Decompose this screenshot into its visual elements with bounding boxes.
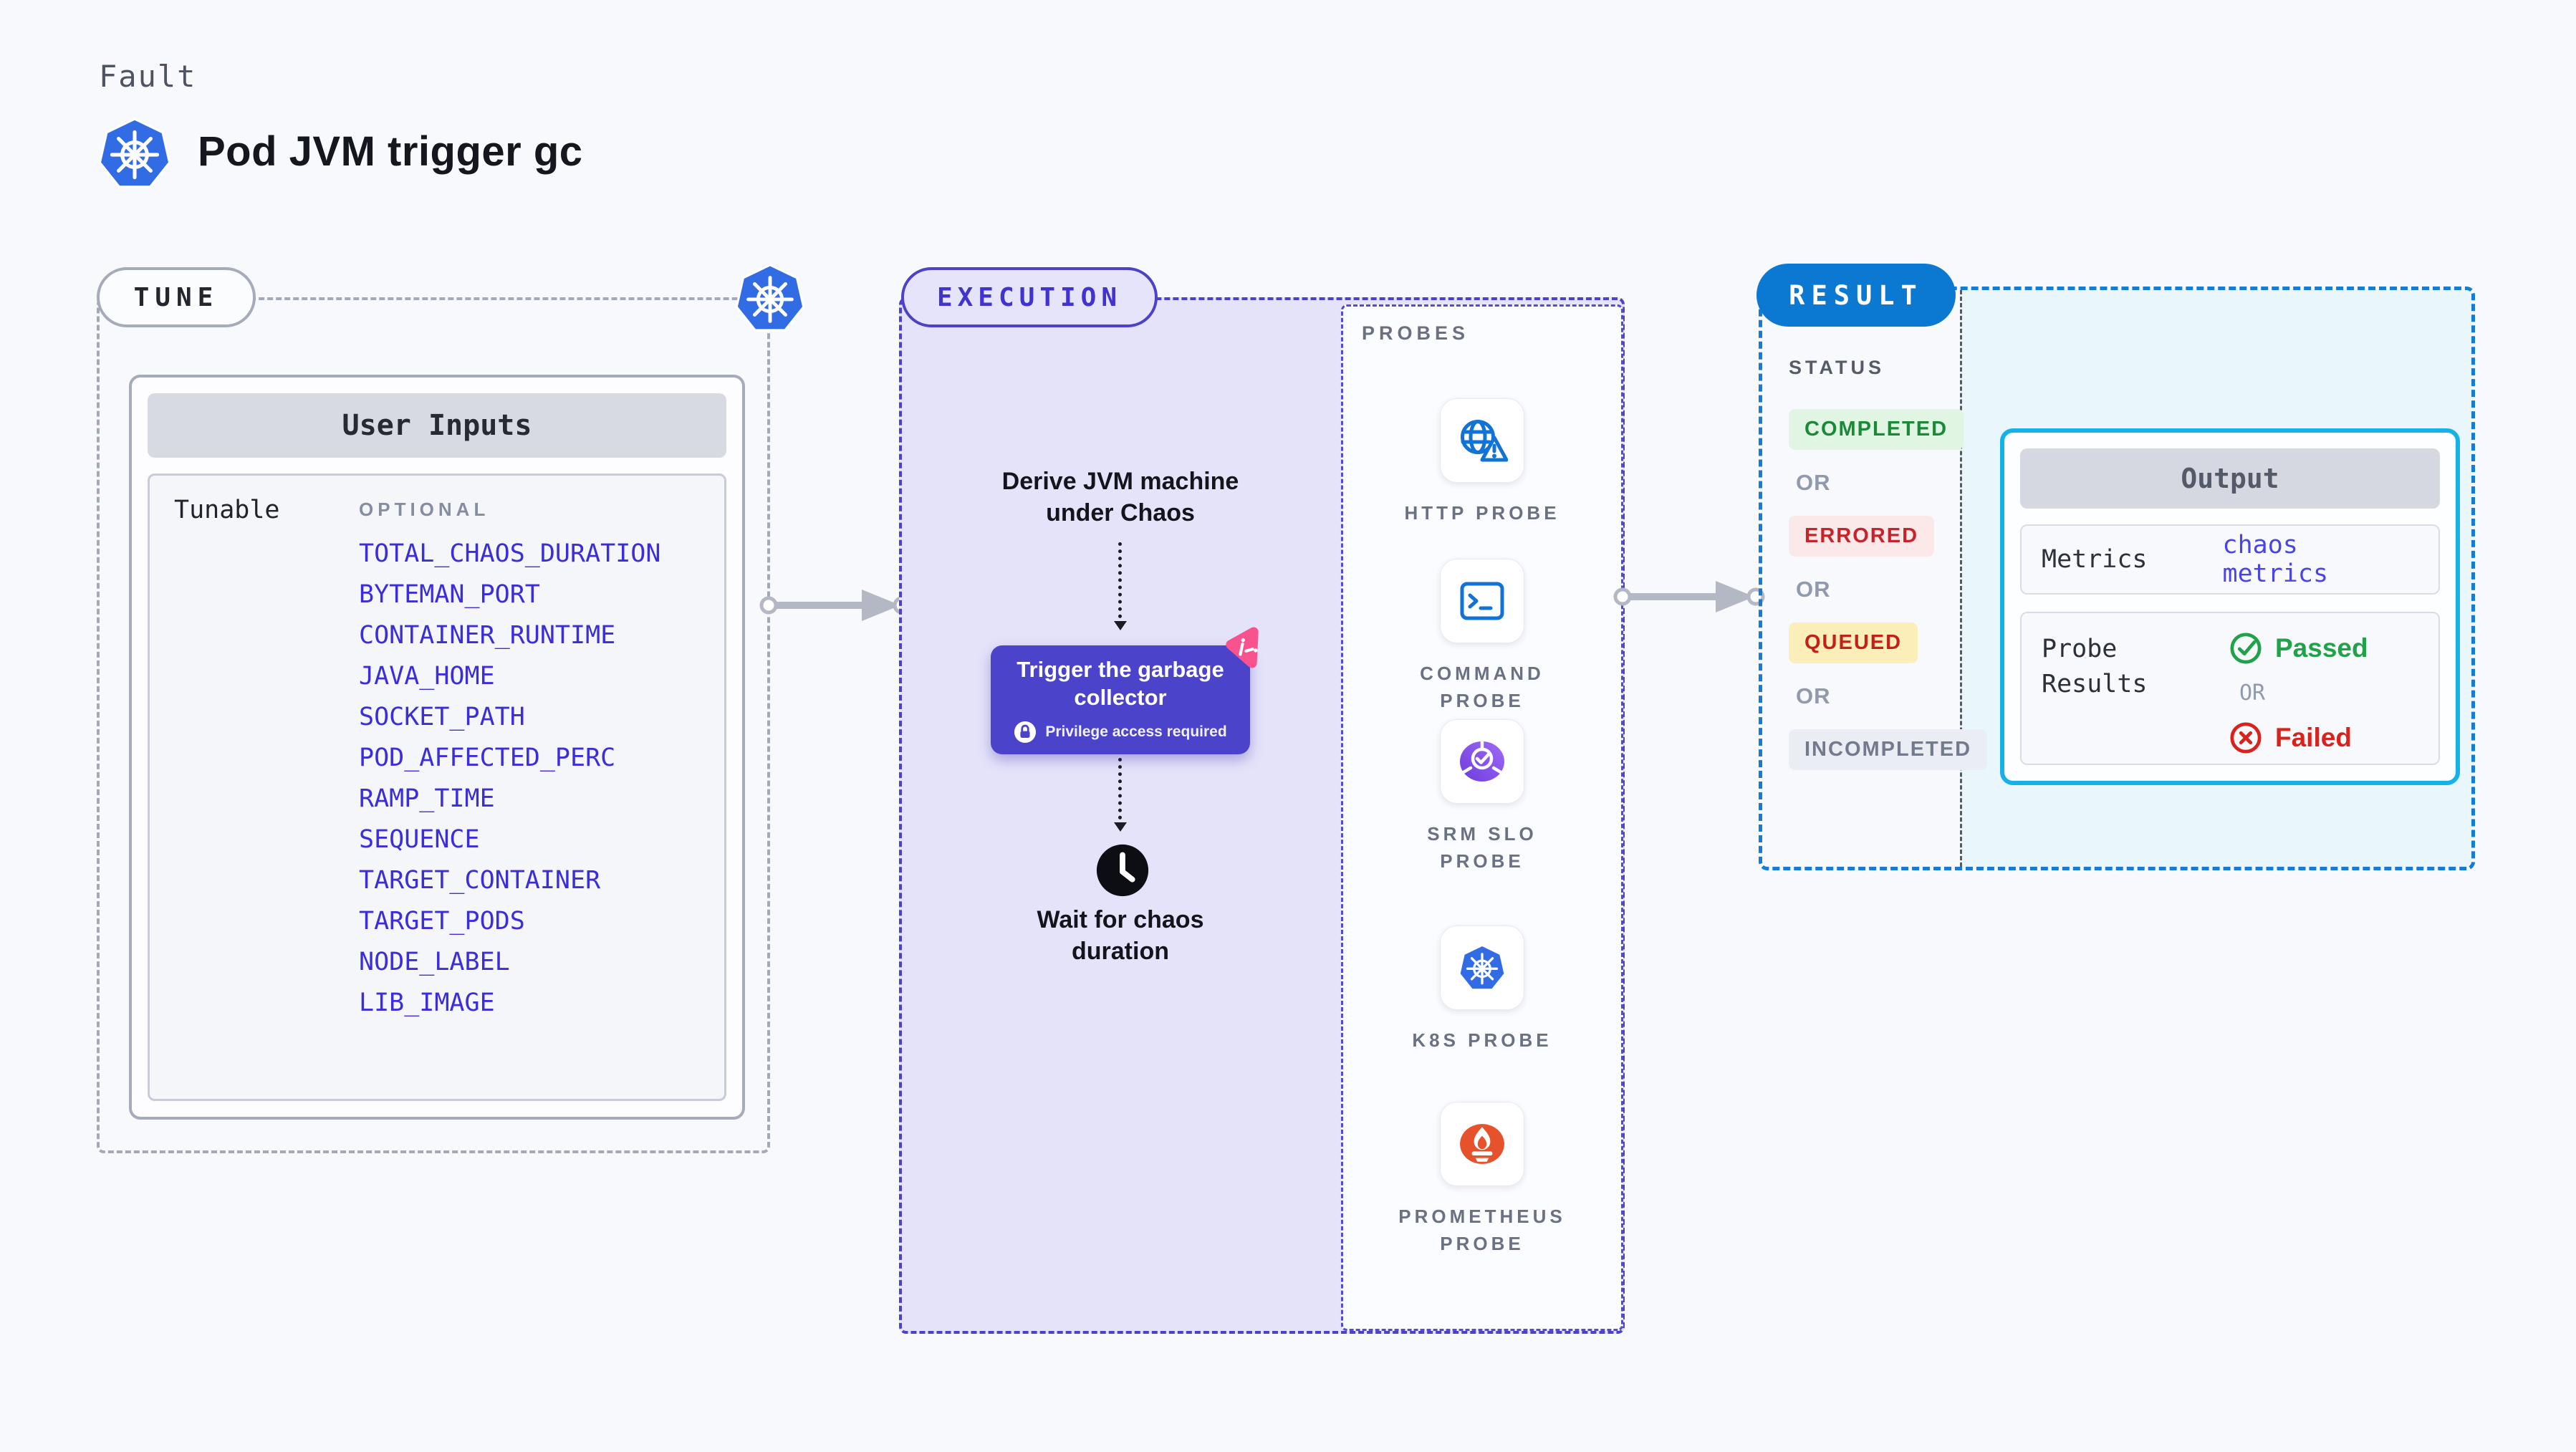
page-title: Pod JVM trigger gc <box>198 128 583 175</box>
probe-card <box>1440 398 1524 483</box>
probe-item-command: COMMAND PROBE <box>1343 559 1621 714</box>
user-inputs-body: Tunable OPTIONAL TOTAL_CHAOS_DURATION BY… <box>148 473 726 1101</box>
command-probe-icon <box>1460 582 1504 620</box>
execution-section-badge: EXECUTION <box>901 267 1158 327</box>
probes-panel-label: PROBES <box>1362 322 1470 344</box>
probe-item-k8s: K8S PROBE <box>1343 925 1621 1054</box>
status-badge-completed: COMPLETED <box>1789 409 1964 450</box>
metrics-label: Metrics <box>2042 544 2148 574</box>
status-badge-queued: QUEUED <box>1789 622 1918 663</box>
param-pod-affected-perc[interactable]: POD_AFFECTED_PERC <box>359 744 616 772</box>
param-group: NODE_LABEL <box>359 948 706 976</box>
param-group: TOTAL_CHAOS_DURATION BYTEMAN_PORT CONTAI… <box>359 539 706 691</box>
probe-card <box>1440 719 1524 804</box>
output-title: Output <box>2020 448 2440 509</box>
x-circle-icon <box>2230 722 2262 754</box>
probe-card <box>1440 925 1524 1010</box>
probe-name: COMMAND PROBE <box>1420 663 1544 711</box>
probe-card <box>1440 559 1524 643</box>
param-group: LIB_IMAGE <box>359 989 706 1017</box>
probe-name: HTTP PROBE <box>1404 502 1560 524</box>
or-label: OR <box>2239 681 2266 706</box>
or-label: OR <box>1796 683 1831 708</box>
dotted-arrow-down-icon <box>1114 758 1127 832</box>
srm-slo-probe-icon <box>1460 740 1504 782</box>
failed-line: Failed <box>2229 721 2368 754</box>
params-column: OPTIONAL TOTAL_CHAOS_DURATION BYTEMAN_PO… <box>347 496 706 1079</box>
trigger-garbage-collector-node[interactable]: Trigger the garbage collector Privilege … <box>991 645 1250 754</box>
arrow-probes-to-result-icon <box>1613 574 1765 619</box>
probe-results-label: Probe Results <box>2042 635 2148 698</box>
param-ramp-time[interactable]: RAMP_TIME <box>359 784 495 813</box>
param-total-chaos-duration[interactable]: TOTAL_CHAOS_DURATION <box>359 539 661 568</box>
param-group: TARGET_PODS <box>359 907 706 936</box>
result-section-badge: RESULT <box>1756 264 1956 327</box>
user-inputs-card: User Inputs Tunable OPTIONAL TOTAL_CHAOS… <box>129 375 745 1120</box>
param-lib-image[interactable]: LIB_IMAGE <box>359 989 495 1017</box>
probe-item-prometheus: PROMETHEUS PROBE <box>1343 1102 1621 1257</box>
check-circle-icon <box>2230 633 2262 664</box>
probe-name: K8S PROBE <box>1412 1029 1552 1051</box>
or-label: OR <box>1796 470 1831 495</box>
probe-results-values: Passed OR Failed <box>2229 632 2368 754</box>
or-label: OR <box>1796 577 1831 602</box>
kubernetes-icon <box>735 262 805 334</box>
probe-results-row: Probe Results Passed OR Failed <box>2020 612 2440 765</box>
optional-column-label: OPTIONAL <box>359 499 490 520</box>
tune-section-badge: TUNE <box>97 267 256 327</box>
privilege-label: Privilege access required <box>1045 723 1227 740</box>
metrics-row: Metrics chaos metrics <box>2020 524 2440 595</box>
k8s-probe-icon <box>1458 944 1506 991</box>
probes-panel: PROBES HTTP PROBE <box>1341 304 1623 1331</box>
probe-name: SRM SLO PROBE <box>1427 823 1537 872</box>
execution-section-panel: PROBES HTTP PROBE <box>899 297 1625 1334</box>
tunable-row-label: Tunable <box>174 496 280 524</box>
probe-item-http: HTTP PROBE <box>1343 398 1621 527</box>
param-target-pods[interactable]: TARGET_PODS <box>359 907 525 936</box>
status-badge-errored: ERRORED <box>1789 516 1935 557</box>
probe-card <box>1440 1102 1524 1186</box>
failed-label: Failed <box>2275 723 2352 752</box>
param-node-label[interactable]: NODE_LABEL <box>359 948 510 976</box>
kubernetes-icon <box>98 116 171 191</box>
param-socket-path[interactable]: SOCKET_PATH <box>359 703 525 731</box>
derive-jvm-step-label: Derive JVM machine under Chaos <box>1001 468 1239 527</box>
lock-icon <box>1014 721 1037 743</box>
param-group: SEQUENCE TARGET_CONTAINER <box>359 825 706 895</box>
http-probe-icon <box>1461 420 1508 462</box>
fault-kicker: Fault <box>99 59 197 94</box>
wait-chaos-duration-label: Wait for chaos duration <box>1037 906 1204 966</box>
param-group: SOCKET_PATH POD_AFFECTED_PERC RAMP_TIME <box>359 703 706 813</box>
prometheus-probe-icon <box>1460 1124 1504 1164</box>
chaos-pink-icon <box>1226 627 1259 668</box>
chaos-metrics-link[interactable]: chaos metrics <box>2222 531 2329 588</box>
param-byteman-port[interactable]: BYTEMAN_PORT <box>359 580 540 609</box>
passed-label: Passed <box>2275 633 2368 663</box>
privilege-row: Privilege access required <box>1014 721 1227 744</box>
passed-line: Passed <box>2229 632 2368 665</box>
status-column: STATUS COMPLETED OR ERRORED OR QUEUED OR… <box>1789 357 1988 770</box>
status-badge-incompleted: INCOMPLETED <box>1789 729 1988 770</box>
param-target-container[interactable]: TARGET_CONTAINER <box>359 866 601 895</box>
arrow-tune-to-execution-icon <box>759 583 911 628</box>
output-card: Output Metrics chaos metrics Probe Resul… <box>2000 428 2460 785</box>
dotted-arrow-down-icon <box>1114 542 1127 630</box>
probe-name: PROMETHEUS PROBE <box>1398 1206 1566 1254</box>
clock-icon <box>1096 844 1149 897</box>
param-container-runtime[interactable]: CONTAINER_RUNTIME <box>359 621 616 650</box>
status-label: STATUS <box>1789 357 1885 378</box>
param-sequence[interactable]: SEQUENCE <box>359 825 480 854</box>
node-title: Trigger the garbage collector <box>1017 657 1224 710</box>
tune-section-panel <box>97 297 770 1153</box>
param-java-home[interactable]: JAVA_HOME <box>359 662 495 691</box>
user-inputs-title: User Inputs <box>148 393 726 458</box>
probe-item-srm-slo: SRM SLO PROBE <box>1343 719 1621 875</box>
